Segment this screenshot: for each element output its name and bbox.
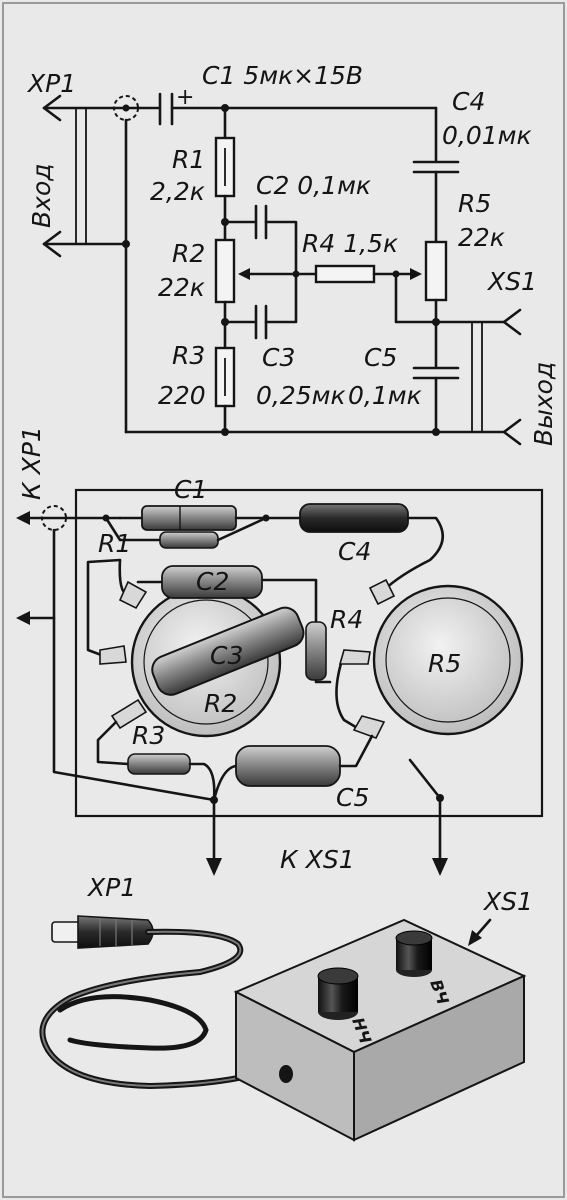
resistor-r2-symbol — [214, 238, 236, 304]
c3-name-label: C3 — [262, 343, 295, 372]
c1-label: C1 5мк×15В — [202, 61, 363, 90]
knob-high-frequency[interactable] — [395, 930, 433, 977]
r2-name-label: R2 — [172, 239, 205, 268]
r1-name-label: R1 — [172, 145, 205, 174]
board-c2-label: C2 — [196, 567, 229, 596]
c1-plus-label: + — [176, 85, 194, 110]
board-c4 — [299, 503, 444, 592]
board-r1-label: R1 — [98, 529, 131, 558]
r4-label: R4 1,5к — [302, 229, 398, 258]
board-c4-label: C4 — [338, 537, 371, 566]
output-connector-xs1 — [394, 272, 522, 446]
board-c3 — [151, 606, 305, 696]
r3-value-label: 220 — [158, 381, 206, 410]
board-c3-label: C3 — [210, 641, 243, 670]
board-r3-label: R3 — [132, 721, 165, 750]
capacitor-c3-symbol — [223, 272, 298, 340]
output-arrow-left — [206, 858, 222, 876]
resistor-r5-symbol — [424, 240, 448, 302]
output-label: Выход — [529, 362, 558, 446]
c4-value-label: 0,01мк — [442, 121, 532, 150]
board-assembly: К XP1 C1 R1 C2 C4 C3 R2 R4 R5 R3 C5 К XS… — [16, 426, 544, 876]
capacitor-c1-symbol — [158, 92, 438, 126]
output-arrow-right — [432, 858, 448, 876]
xs1-pointer-arrow — [468, 930, 482, 946]
c3-value-label: 0,25мк — [256, 381, 346, 410]
device-xs1-label: XS1 — [482, 887, 533, 916]
board-r5-label: R5 — [428, 649, 461, 678]
r1-value-label: 2,2к — [150, 177, 205, 206]
input-label: Вход — [27, 163, 56, 228]
schematic: XP1 C1 5мк×15В + Вход R1 2,2к C2 0,1мк R… — [26, 61, 558, 446]
xp1-label: XP1 — [26, 69, 76, 98]
xs1-label: XS1 — [486, 267, 537, 296]
r5-wiper-arrow — [410, 268, 422, 280]
resistor-r4-symbol — [314, 264, 376, 284]
board-c5-label: C5 — [336, 783, 369, 812]
xp1-plug — [51, 915, 154, 949]
r5-value-label: 22к — [458, 223, 505, 252]
c2-label: C2 0,1мк — [256, 171, 371, 200]
board-r3 — [96, 720, 216, 802]
wire-r1-r2 — [86, 558, 122, 658]
board-c1-label: C1 — [174, 475, 207, 504]
c4-name-label: C4 — [452, 87, 485, 116]
device-illustration: XP1 XS1 НЧ ВЧ — [39, 873, 533, 1142]
c5-value-label: 0,1мк — [348, 381, 422, 410]
board-outline — [74, 488, 544, 818]
board-r4 — [305, 621, 327, 681]
knob-low-frequency[interactable] — [317, 967, 359, 1020]
capacitor-c2-symbol — [223, 204, 298, 276]
capacitor-c5-symbol — [412, 366, 460, 434]
control-box — [233, 918, 527, 1142]
board-r5-potentiometer — [338, 578, 524, 739]
r5-name-label: R5 — [458, 189, 491, 218]
to-xs1-label: К XS1 — [280, 845, 355, 874]
device-xp1-label: XP1 — [86, 873, 136, 902]
input-connector-xp1 — [42, 94, 160, 434]
c5-name-label: C5 — [364, 343, 397, 372]
board-c2 — [136, 565, 263, 599]
r2-wiper-arrow — [238, 268, 250, 280]
r2-value-label: 22к — [158, 273, 205, 302]
capacitor-c4-symbol — [412, 106, 460, 244]
board-r1 — [104, 516, 268, 549]
r3-name-label: R3 — [172, 341, 205, 370]
board-r2-label: R2 — [204, 689, 237, 718]
to-xp1-label: К XP1 — [17, 426, 46, 500]
board-r4-label: R4 — [330, 605, 363, 634]
board-c5 — [212, 734, 442, 802]
board-c1 — [118, 505, 302, 531]
